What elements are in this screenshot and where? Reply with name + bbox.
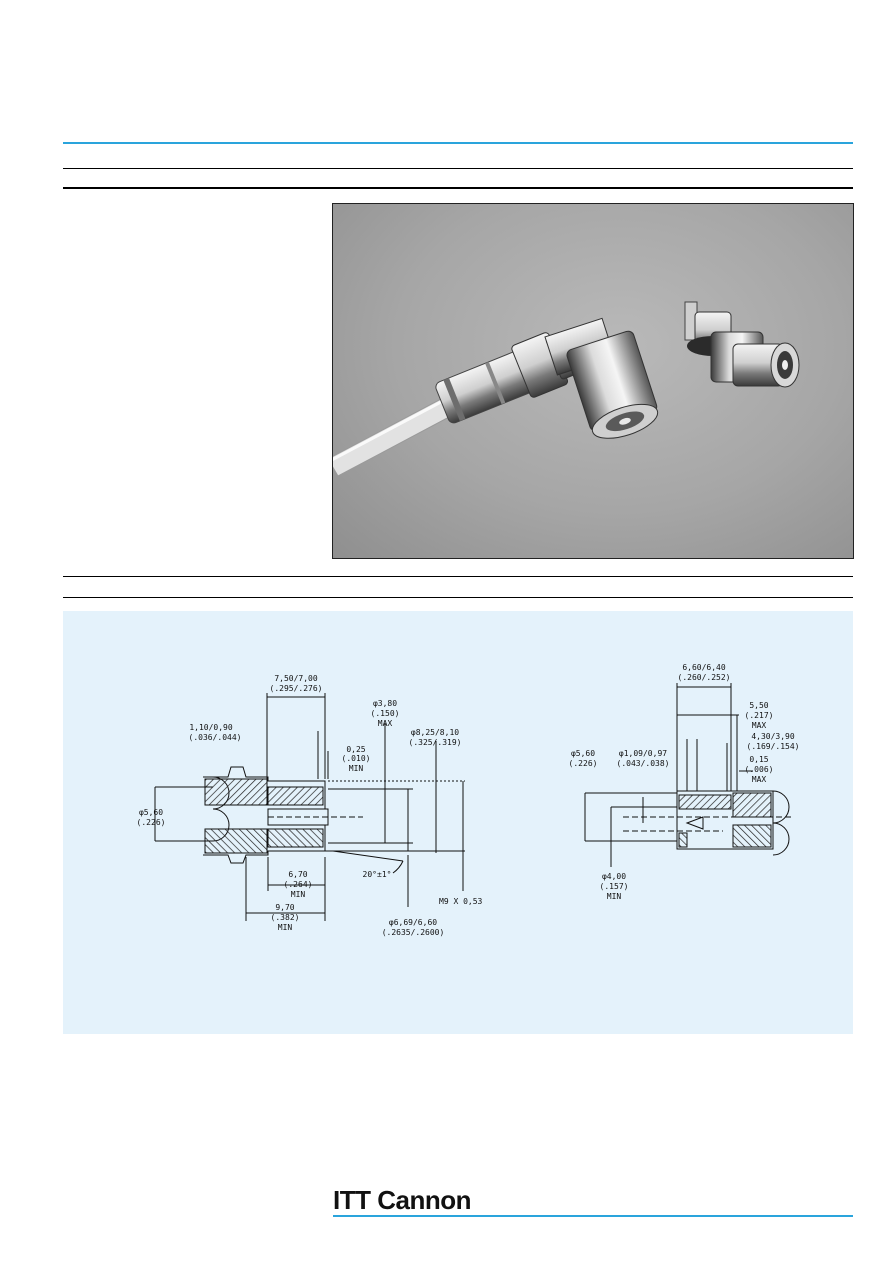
dim-phi-825-in: (.325/.319) xyxy=(409,738,462,747)
dim-660-640: 6,60/6,40 xyxy=(682,663,726,672)
dim-phi-669-in: (.2635/.2600) xyxy=(382,928,445,937)
dim-264: (.264) xyxy=(284,880,313,889)
dim-750-700: 7,50/7,00 xyxy=(274,674,318,683)
dim-430-390: 4,30/3,90 xyxy=(751,732,795,741)
footer-accent-rule xyxy=(333,1215,853,1217)
dim-phi-669: φ6,69/6,60 xyxy=(389,918,437,927)
dim-550-max: MAX xyxy=(752,721,767,730)
dim-phi-109: φ1,09/0,97 xyxy=(619,749,667,758)
dim-036-044: (.036/.044) xyxy=(189,733,242,742)
dim-970-min: MIN xyxy=(278,923,293,932)
dim-025: 0,25 xyxy=(346,745,365,754)
dimension-drawing-panel: 7,50/7,00 (.295/.276) 1,10/0,90 (.036/.0… xyxy=(63,611,853,1034)
dim-110-090: 1,10/0,90 xyxy=(189,723,233,732)
product-photo xyxy=(332,203,854,559)
dim-phi-400: φ4,00 xyxy=(602,872,626,881)
header-rule-thin xyxy=(63,168,853,169)
dim-thread: M9 X 0,53 xyxy=(439,897,483,906)
dim-phi-380-max: MAX xyxy=(378,719,393,728)
section-rule-bottom xyxy=(63,597,853,598)
section-rule-top xyxy=(63,576,853,577)
header-rule-thick xyxy=(63,187,853,189)
dim-phi-560-r-in: (.226) xyxy=(569,759,598,768)
dim-015: 0,15 xyxy=(749,755,768,764)
dim-550: 5,50 xyxy=(749,701,768,710)
right-connector-drawing xyxy=(584,683,793,867)
dimension-drawing: 7,50/7,00 (.295/.276) 1,10/0,90 (.036/.0… xyxy=(137,663,800,937)
dim-169-154: (.169/.154) xyxy=(747,742,800,751)
dim-phi-825: φ8,25/8,10 xyxy=(411,728,459,737)
dim-phi-380: φ3,80 xyxy=(373,699,397,708)
dim-025-min: MIN xyxy=(349,764,364,773)
dim-217: (.217) xyxy=(745,711,774,720)
right-connector-labels: 6,60/6,40 (.260/.252) 5,50 (.217) MAX 4,… xyxy=(569,663,800,901)
dim-phi-380-in: (.150) xyxy=(371,709,400,718)
dim-phi-560-in: (.226) xyxy=(137,818,166,827)
dim-phi-560-r: φ5,60 xyxy=(571,749,595,758)
dim-670-min: MIN xyxy=(291,890,306,899)
dim-phi-400-in: (.157) xyxy=(600,882,629,891)
dim-970: 9,70 xyxy=(275,903,294,912)
left-connector-drawing xyxy=(154,693,465,921)
header-accent-rule xyxy=(63,142,853,144)
dim-angle: 20°±1° xyxy=(363,870,392,879)
connector-photo-illustration xyxy=(333,301,800,477)
dim-015-max: MAX xyxy=(752,775,767,784)
dim-260-252: (.260/.252) xyxy=(678,673,731,682)
dim-382: (.382) xyxy=(271,913,300,922)
left-connector-labels: 7,50/7,00 (.295/.276) 1,10/0,90 (.036/.0… xyxy=(137,674,483,937)
dim-phi-109-in: (.043/.038) xyxy=(617,759,670,768)
dim-670: 6,70 xyxy=(288,870,307,879)
dim-295-276: (.295/.276) xyxy=(270,684,323,693)
dim-006: (.006) xyxy=(745,765,774,774)
dim-phi-560: φ5,60 xyxy=(139,808,163,817)
itt-cannon-logo: ITT Cannon xyxy=(333,1185,471,1215)
dim-010: (.010) xyxy=(342,754,371,763)
dim-phi-400-min: MIN xyxy=(607,892,622,901)
